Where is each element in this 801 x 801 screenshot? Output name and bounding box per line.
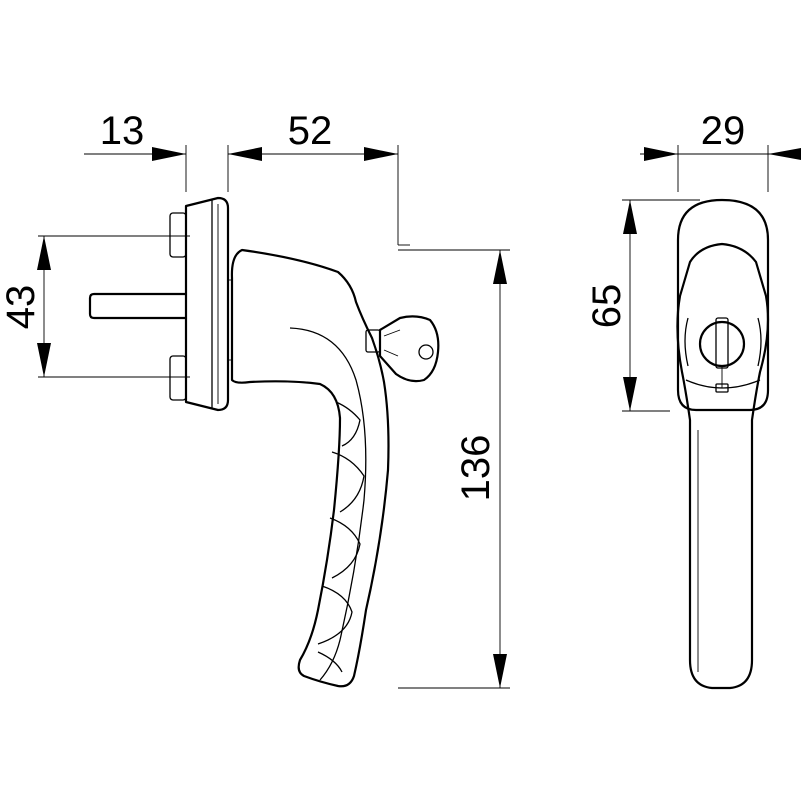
square-spindle — [88, 292, 188, 320]
dimension-label-handle-projection: 52 — [288, 109, 333, 153]
dimension-side-height: 65 — [585, 199, 700, 412]
dimension-label-side-height: 65 — [585, 284, 629, 329]
dimension-spindle-spacing: 43 — [0, 235, 190, 378]
handle-body-front — [228, 248, 390, 688]
handle-side-view — [676, 198, 770, 690]
dimension-label-spindle-spacing: 43 — [0, 285, 43, 330]
dimension-label-rose-depth: 13 — [100, 109, 145, 153]
dimension-label-side-width: 29 — [701, 109, 746, 153]
dimension-rose-depth: 13 — [84, 109, 229, 192]
dimension-side-width: 29 — [640, 109, 801, 192]
dimension-total-length: 136 — [398, 249, 510, 689]
key-icon — [365, 315, 440, 383]
rose-plate — [169, 196, 230, 412]
dimension-handle-projection: 52 — [228, 109, 410, 246]
dimension-label-total-length: 136 — [454, 435, 498, 502]
